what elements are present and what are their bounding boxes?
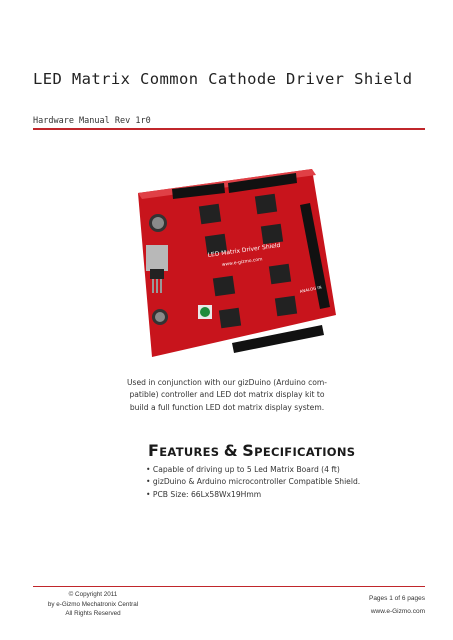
- company-line: by e-Gizmo Mechatronix Central: [47, 600, 139, 608]
- header-bottom: [232, 325, 324, 353]
- list-item: PCB Size: 66Lx58Wx19Hmm: [146, 489, 360, 501]
- capacitors: [149, 214, 168, 325]
- document-subtitle: Hardware Manual Rev 1r0: [33, 116, 151, 126]
- header-rule: [33, 128, 425, 130]
- product-caption: Used in conjunction with our gizDuino (A…: [112, 377, 342, 414]
- caption-line: Used in conjunction with our gizDuino (A…: [126, 378, 328, 387]
- page-count: Pages 1 of 6 pages: [368, 595, 425, 602]
- features-heading-amp: &: [223, 441, 238, 460]
- voltage-regulator: [146, 245, 168, 293]
- website-link[interactable]: www.e-Gizmo.com: [370, 608, 425, 615]
- analog-label: ANALOG IN: [299, 284, 322, 294]
- features-heading-rest: EATURES: [159, 445, 220, 459]
- list-item: Capable of driving up to 5 Led Matrix Bo…: [146, 464, 360, 476]
- caption-line: build a full function LED dot matrix dis…: [129, 402, 325, 412]
- header-top: [172, 173, 297, 199]
- rights-line: All Rights Reserved: [65, 610, 121, 618]
- footer-copyright: © Copyright 2011 by e-Gizmo Mechatronix …: [30, 590, 156, 619]
- mosfet-array: [198, 193, 298, 329]
- specifications-heading-initial: S: [242, 441, 255, 460]
- board-url: www.e-gizmo.com: [221, 256, 262, 268]
- footer-info: Pages 1 of 6 pages www.e-Gizmo.com: [369, 592, 425, 618]
- features-heading-initial: F: [148, 441, 160, 460]
- footer-rule: [33, 586, 425, 587]
- reset-button: [198, 305, 212, 319]
- header-right: [300, 203, 330, 309]
- copyright-line: © Copyright 2011: [68, 591, 118, 598]
- features-list: Capable of driving up to 5 Led Matrix Bo…: [146, 464, 360, 501]
- list-item: gizDuino & Arduino microcontroller Compa…: [146, 476, 360, 488]
- caption-line: patible) controller and LED dot matrix d…: [129, 390, 325, 400]
- specifications-heading-rest: PECIFICATIONS: [254, 445, 356, 459]
- document-title: LED Matrix Common Cathode Driver Shield: [33, 70, 413, 88]
- product-photo: LED Matrix Driver Shield www.e-gizmo.com…: [138, 169, 336, 357]
- features-heading: FEATURES & SPECIFICATIONS: [148, 441, 355, 460]
